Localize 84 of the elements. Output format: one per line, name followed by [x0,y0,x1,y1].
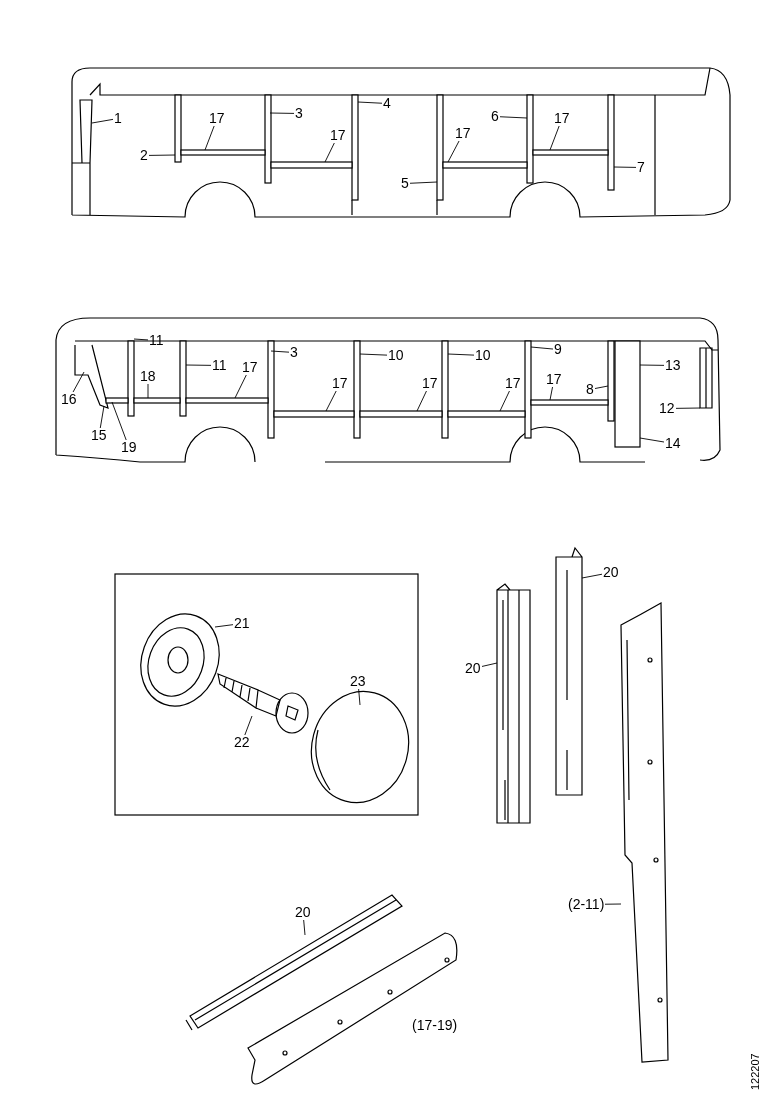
callout-number: 22 [233,735,251,750]
leader-line [530,346,554,350]
callout-number: 3 [294,106,304,121]
callout-number: 2 [139,148,149,163]
leader-line [111,401,127,441]
cap-drawing [310,690,410,804]
callout-number: 17 [241,360,259,375]
leader-line [303,919,306,936]
leader-line [99,405,105,429]
callout-number: 9 [553,342,563,357]
leader-line [447,140,460,163]
drawing-number: 122207 [748,1053,762,1090]
callout-number: 17 [421,376,439,391]
callout-number: 20 [602,565,620,580]
callout-number: 17 [553,111,571,126]
callout-number: 11 [211,358,228,373]
callout-number: 10 [387,348,405,363]
leader-line [639,364,665,366]
leader-line [133,338,149,341]
screw-drawing [217,673,309,734]
leader-line [269,112,295,114]
callout-number: 7 [636,160,646,175]
callout-number: 14 [664,436,682,451]
callout-number: 21 [233,616,251,631]
callout-number: 17 [454,126,472,141]
callout-number: 13 [664,358,682,373]
leader-line [499,116,528,119]
leader-line [244,715,253,736]
leader-line [581,573,603,579]
leader-line [185,364,212,366]
callout-number: 1 [113,111,123,126]
callout-number: 3 [289,345,299,360]
leader-line [416,390,427,412]
leader-line [675,407,701,409]
callout-number: 17 [331,376,349,391]
rail-drawing [185,894,403,1031]
leader-line [72,371,85,393]
leader-line [358,688,361,706]
callout-number: 20 [294,905,312,920]
leader-line [604,903,622,905]
leader-line [639,437,665,443]
callout-number: 17 [504,376,522,391]
leader-line [91,118,114,124]
callout-number: (2-11) [567,897,606,912]
rail-drawing [496,583,531,824]
part-range-label: (17-19) [412,1018,458,1033]
leader-line [549,125,560,151]
leader-line [204,125,215,151]
leader-line [613,166,637,168]
leader-line [234,374,247,399]
callout-number: 4 [382,96,392,111]
washer-drawing [140,613,220,707]
rail-drawing [555,546,583,796]
leader-line [148,154,176,156]
leader-line [549,386,553,401]
leader-line [359,353,388,356]
panel-drawing [620,602,669,1063]
callout-number: 12 [658,401,676,416]
callout-number: 23 [349,674,367,689]
callout-number: 8 [585,382,595,397]
callout-number: 10 [474,348,492,363]
leader-line [324,142,335,163]
leader-line [481,662,498,667]
leader-line [214,624,234,628]
leader-line [447,353,475,356]
leader-line [409,181,438,184]
leader-line [270,350,290,353]
leader-line [499,390,510,412]
panel-drawing [247,932,458,1085]
callout-number: 11 [148,333,165,348]
callout-number: 17 [208,111,226,126]
callout-number: 19 [120,440,138,455]
leader-line [325,390,337,412]
callout-number: 17 [329,128,347,143]
callout-number: 16 [60,392,78,407]
callout-number: 5 [400,176,410,191]
leader-line [594,385,609,389]
callout-number: 20 [464,661,482,676]
callout-number: 6 [490,109,500,124]
callout-number: 15 [90,428,108,443]
leader-line [147,383,149,399]
callout-number: 17 [545,372,563,387]
callout-number: 18 [139,369,157,384]
leader-line [357,101,383,104]
